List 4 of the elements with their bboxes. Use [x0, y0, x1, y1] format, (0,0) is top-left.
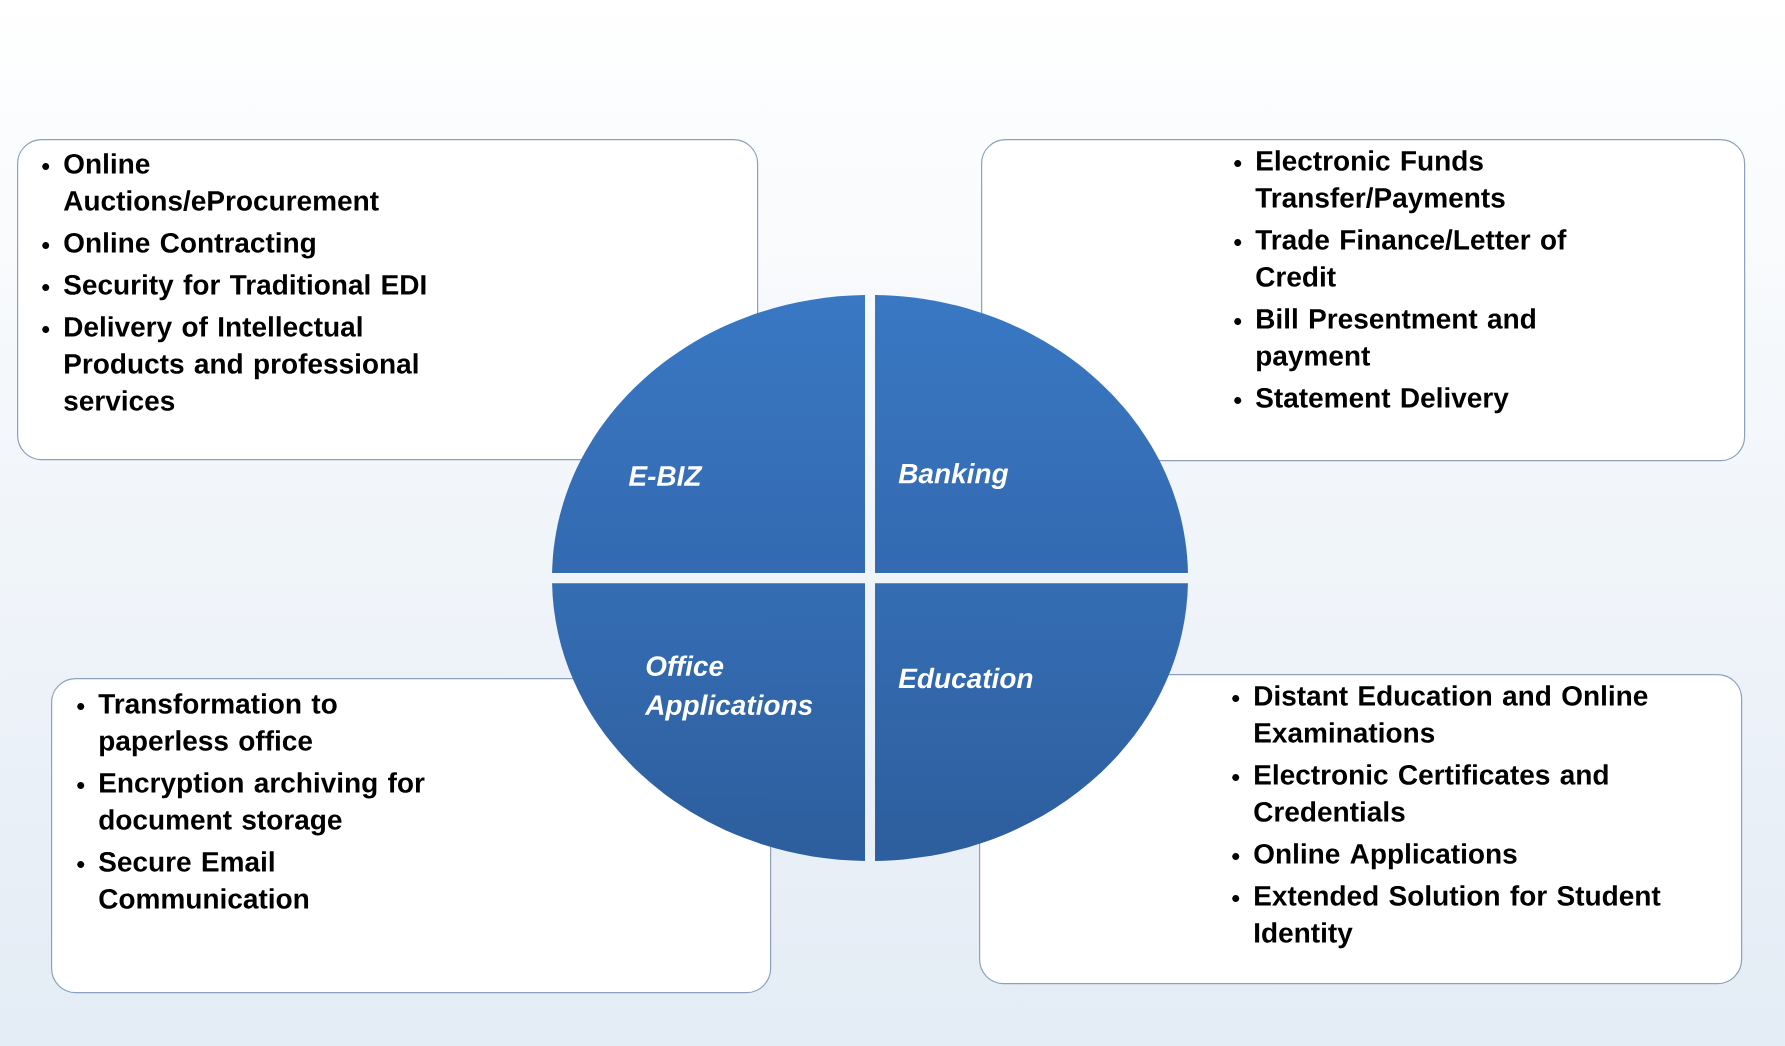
- circle-quadrant: Banking: [898, 462, 1009, 490]
- circle-quadrant: E-BIZ: [628, 466, 703, 486]
- bullet-list-box: Online Auctions/eProcurement Online Contracting Security for Traditional EDI Delivery of Intellectual Products and professional services: [17, 139, 759, 461]
- bullet-list-box: Electronic Funds Transfer/Payments Trade Finance/Letter of Credit Bill Presentment and payment Statement Delivery: [981, 139, 1746, 462]
